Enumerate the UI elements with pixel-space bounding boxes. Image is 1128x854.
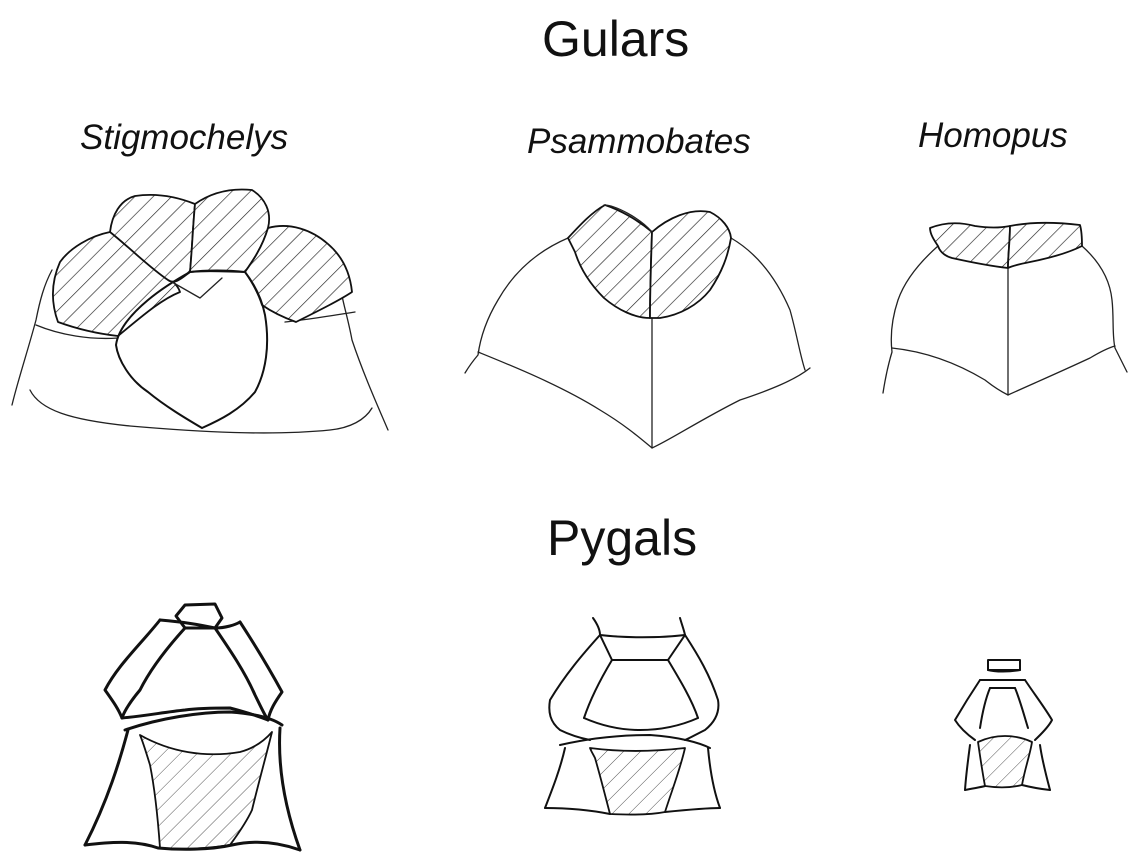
pygal-scute (140, 732, 272, 849)
gular-scute-left (930, 223, 1010, 268)
pygal-scute (978, 736, 1032, 787)
psammobates-gular-drawing (465, 205, 810, 448)
gular-scute-left (568, 205, 652, 318)
stigmochelys-gular-drawing (12, 190, 388, 433)
psammobates-pygal-drawing (545, 618, 720, 815)
homopus-pygal-drawing (955, 660, 1052, 790)
stigmochelys-pygal-drawing (85, 604, 300, 850)
pygal-scute (590, 748, 685, 815)
gular-scute-right (1008, 223, 1082, 268)
gular-scute-right (650, 211, 731, 318)
homopus-gular-drawing (883, 223, 1127, 395)
